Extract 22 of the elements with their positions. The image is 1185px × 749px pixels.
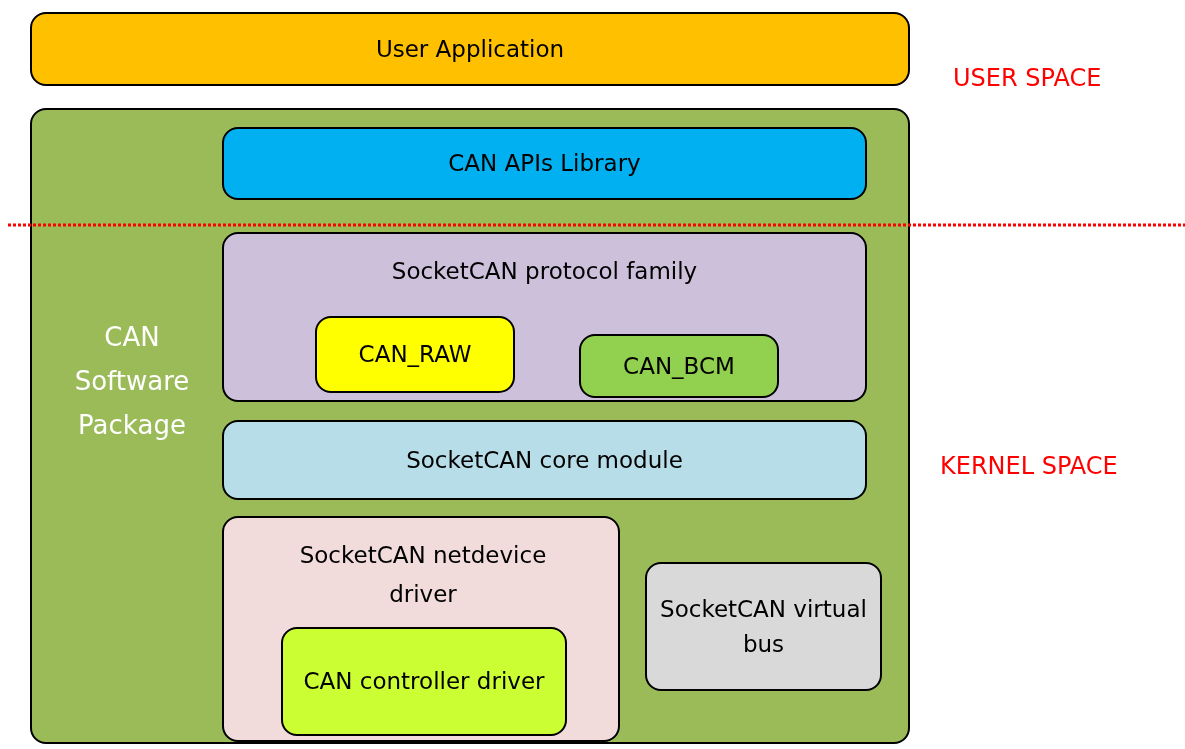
box-label: SocketCAN virtual bus bbox=[659, 595, 868, 659]
layer-box bbox=[222, 516, 620, 742]
module-box bbox=[281, 627, 567, 736]
box-label: SocketCAN core module bbox=[405, 445, 684, 475]
box-label: CAN Software Package bbox=[73, 321, 191, 443]
box-label: CAN APIs Library bbox=[447, 149, 642, 179]
box-label: User Application bbox=[374, 34, 566, 64]
region-label: KERNEL SPACE bbox=[940, 452, 1118, 480]
layer-box bbox=[30, 12, 910, 86]
module-box bbox=[315, 316, 515, 393]
layer-box bbox=[222, 420, 867, 500]
region-label: USER SPACE bbox=[953, 64, 1102, 92]
layer-box bbox=[222, 232, 867, 402]
box-label: CAN_RAW bbox=[357, 340, 473, 370]
box-label: CAN_BCM bbox=[622, 351, 736, 381]
box-label: SocketCAN netdevice driver bbox=[298, 541, 548, 610]
box-label: CAN controller driver bbox=[302, 667, 546, 697]
package-box bbox=[30, 108, 910, 744]
module-box bbox=[579, 334, 779, 398]
layer-box bbox=[645, 562, 882, 691]
layer-box bbox=[222, 127, 867, 200]
box-label: SocketCAN protocol family bbox=[390, 257, 699, 286]
